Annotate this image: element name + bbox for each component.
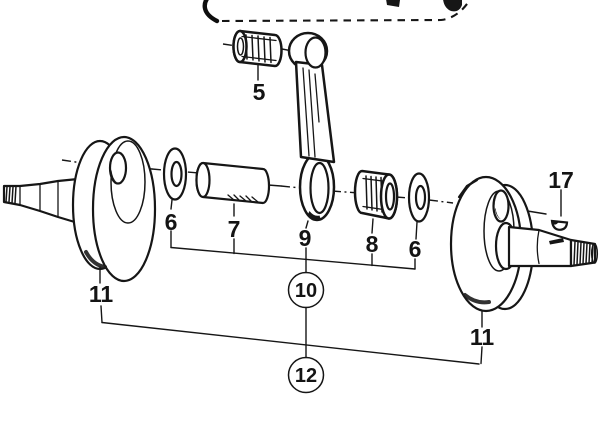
crank-pin-left-end (195, 161, 211, 199)
label-group-10: 10 (295, 280, 317, 302)
bearing5-bore (236, 37, 245, 56)
bearing8-bore (384, 182, 396, 211)
label-group-12: 12 (295, 365, 317, 387)
callout-box-dashed-edge (221, 0, 471, 23)
leader-lines (99, 63, 562, 365)
left-flywheel-recess (110, 140, 146, 224)
right-crankshaft-half (449, 175, 599, 313)
label-part-11-left: 11 (89, 281, 114, 307)
callout-box-left-corner (202, 0, 220, 24)
small-end-bearing (232, 29, 283, 68)
label-part-11-right: 11 (470, 324, 495, 350)
label-part-8: 8 (366, 231, 379, 257)
label-part-6-left: 6 (165, 209, 178, 235)
group12-circle (287, 356, 325, 394)
kit-callout-10: 10 (287, 271, 325, 309)
washer-right-hole (414, 184, 427, 211)
left-flywheel-face (91, 135, 157, 283)
group10-circle (287, 271, 325, 309)
right-shaft (507, 225, 573, 268)
left-shaft (2, 177, 80, 225)
woodruff-key-body (550, 219, 569, 231)
hole-shadow-crescent (110, 157, 117, 183)
kit-callout-12: 12 (287, 356, 325, 394)
crank-pin-shading (227, 194, 259, 203)
left-crankshaft-half (2, 135, 157, 283)
thrust-washer-left (162, 147, 188, 201)
label-part-9: 9 (299, 225, 312, 251)
left-shaft-steps (19, 180, 59, 218)
connecting-rod (287, 31, 336, 222)
bearing5-cage-bands (241, 35, 277, 62)
rod-big-end-hole (309, 161, 330, 215)
group12-bracket (101, 321, 480, 365)
right-crankpin-hole (492, 189, 510, 223)
right-shaft-end (590, 243, 599, 264)
part-labels: 5 6 7 9 8 6 11 11 17 (89, 79, 574, 350)
cutoff-text-fragment (386, 0, 400, 7)
bearing8-cage-slots (365, 175, 388, 214)
cutoff-text-fragment (443, 0, 462, 12)
right-flywheel-notch (457, 178, 479, 199)
label-part-17: 17 (548, 167, 574, 193)
crank-pin (195, 161, 271, 205)
left-shaft-threads (5, 185, 17, 204)
woodruff-key (550, 219, 569, 231)
callout-box-top (202, 0, 471, 24)
bearing5-cage-slots (245, 34, 272, 64)
left-flywheel-shading (84, 250, 107, 269)
label-part-5: 5 (253, 79, 266, 105)
right-shaft-step (536, 229, 540, 265)
keyway-slot (549, 238, 564, 245)
woodruff-key-shading (552, 221, 559, 225)
washer-right-outer (407, 172, 431, 223)
rod-small-end-hole (304, 36, 327, 69)
washer-left-hole (170, 160, 183, 188)
left-crankpin-hole (108, 151, 128, 185)
group10-bracket (170, 246, 416, 270)
big-end-bearing (353, 169, 399, 220)
washer-left-outer (162, 147, 188, 201)
right-flywheel-shading (463, 293, 491, 305)
label-part-6-right: 6 (409, 236, 422, 262)
right-shaft-threads (573, 240, 594, 266)
label-part-7: 7 (228, 216, 241, 242)
part-leader-lines (99, 63, 562, 365)
thrust-washer-right (407, 172, 431, 223)
big-end-shading (308, 211, 321, 221)
rod-shank-ibeam-lines (302, 67, 320, 158)
